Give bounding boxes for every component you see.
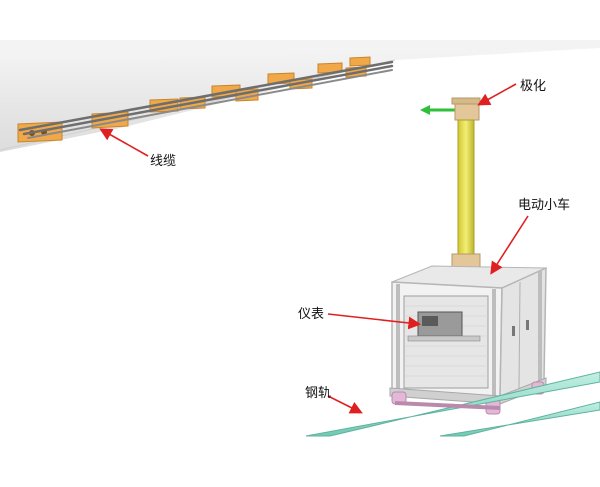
arrow-rail [327, 395, 363, 414]
ceiling-beam [0, 40, 600, 152]
pointer-arrows [99, 83, 529, 414]
steel-rails [305, 371, 600, 437]
label-meter: 仪表 [298, 307, 325, 322]
label-polarization: 极化 [520, 79, 547, 94]
cables [18, 60, 394, 139]
label-steel-rail: 钢轨 [305, 386, 332, 401]
cabinet [389, 265, 547, 405]
cable-tray [17, 56, 394, 143]
arrow-cable [99, 128, 149, 157]
arrow-meter [327, 313, 422, 330]
mast [457, 119, 475, 259]
polarization-head [420, 97, 481, 121]
cart-assembly [389, 97, 547, 415]
label-cable: 线缆 [150, 154, 177, 169]
arrow-cart [490, 215, 529, 275]
arrow-pole [477, 83, 517, 106]
label-electric-cart: 电动小车 [518, 198, 571, 213]
